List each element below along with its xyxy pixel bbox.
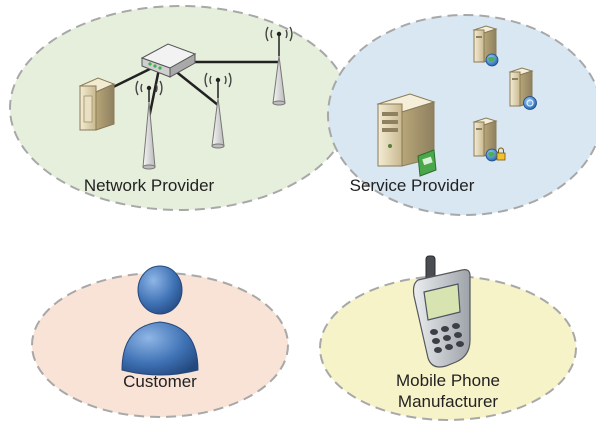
mobile-phone-icon <box>412 255 471 368</box>
globe-server-icon <box>472 25 499 67</box>
network-provider-label: Network Provider <box>83 176 215 195</box>
customer-label: Customer <box>123 372 197 391</box>
server-icon <box>376 93 437 177</box>
antenna-tower-icon <box>204 72 232 149</box>
globe-server-icon <box>508 67 537 110</box>
antenna-tower-icon <box>135 80 163 170</box>
service-provider-label: Service Provider <box>349 176 475 195</box>
phone-manufacturer-label-line2: Manufacturer <box>397 392 499 411</box>
antenna-tower-icon <box>265 26 293 106</box>
person-icon <box>121 265 199 376</box>
secure-server-icon <box>472 117 506 162</box>
phone-manufacturer-label: Mobile Phone Manufacturer <box>366 370 530 412</box>
server-cabinet-icon <box>78 77 116 131</box>
router-icon <box>140 43 197 78</box>
phone-manufacturer-label-line1: Mobile Phone <box>396 371 500 390</box>
